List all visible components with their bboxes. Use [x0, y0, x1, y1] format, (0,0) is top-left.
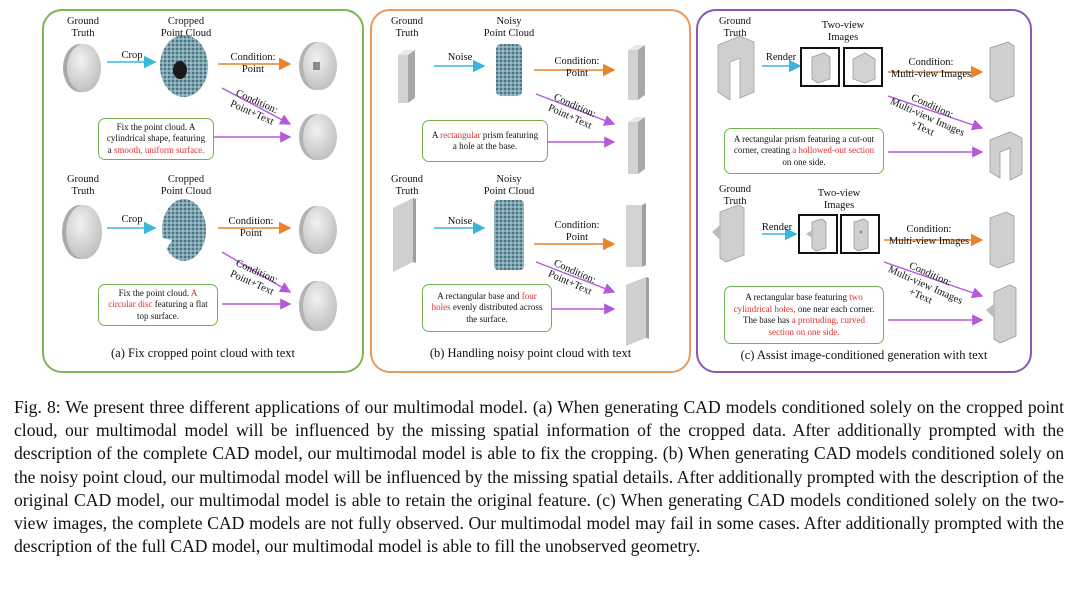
panel-b-row2-text-prompt: A rectangular base and four holes evenly… [422, 284, 552, 332]
panel-c-row1-text-prompt: A rectangular prism featuring a cut-out … [724, 128, 884, 174]
panel-a-row2-cond-point: Condition:Point [228, 216, 274, 239]
panel-c-caption: (c) Assist image-conditioned generation … [740, 348, 988, 362]
panel-c-row2-text-prompt: A rectangular base featuring two cylindr… [724, 286, 884, 344]
panel-c-row1-view2-image [843, 47, 883, 87]
panel-b-row1-op-label: Noise [447, 52, 473, 63]
panel-b-row2-cond-point: Condition:Point [554, 220, 600, 243]
panel-b-row2-op-label: Noise [447, 216, 473, 227]
panel-a-row1-cond-point: Condition:Point [230, 52, 276, 75]
panel-a-row1-op-label: Crop [121, 50, 143, 61]
panel-c-row2-op-label: Render [761, 222, 793, 233]
panel-a-caption: (a) Fix cropped point cloud with text [111, 346, 295, 360]
panel-b-row1-cond-point: Condition:Point [554, 56, 600, 79]
panel-b-caption: (b) Handling noisy point cloud with text [429, 346, 632, 360]
figure-caption: Fig. 8: We present three different appli… [14, 397, 1064, 557]
panel-c-row2-cond-images: Condition:Multi-view Images [888, 224, 970, 247]
panel-a-row1-text-prompt: Fix the point cloud. A cylindrical shape… [98, 118, 214, 160]
panel-a-row2-text-prompt: Fix the point cloud. A circular disc fea… [98, 284, 218, 326]
panel-c-row1-view1-image [800, 47, 840, 87]
panel-c-row2-view2-image [840, 214, 880, 254]
panel-c-row2-view1-image [798, 214, 838, 254]
panel-a-row2-op-label: Crop [121, 214, 143, 225]
panel-c-row1-cond-images: Condition:Multi-view Images [890, 57, 972, 80]
panel-c-row1-op-label: Render [765, 52, 797, 63]
panel-b-row1-text-prompt: A rectangular prism featuring a hole at … [422, 120, 548, 162]
